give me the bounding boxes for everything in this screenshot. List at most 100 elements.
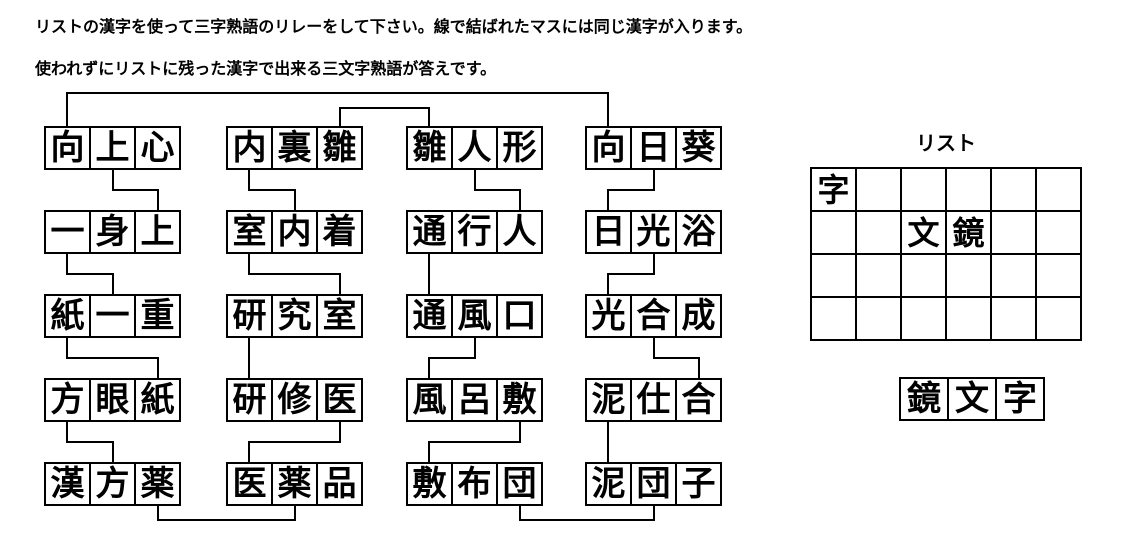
connector-line [294, 190, 296, 210]
connector-line [248, 254, 250, 274]
answer-cell: 字 [995, 379, 1043, 419]
list-cell-empty [811, 211, 856, 254]
kanji-cell: 仕 [630, 380, 675, 420]
kanji-cell: 薬 [271, 464, 316, 504]
connector-line [339, 108, 341, 126]
connector-line [66, 422, 68, 442]
word-box: 研修医 [226, 378, 363, 422]
word-box: 室内着 [226, 210, 363, 254]
connector-line [157, 506, 159, 520]
word-box: 日光浴 [585, 210, 722, 254]
kanji-cell: 一 [50, 213, 85, 251]
kanji-cell: 上 [134, 212, 179, 252]
connector-line [428, 357, 476, 359]
instruction-line-1: リストの漢字を使って三字熟語のリレーをして下さい。線で結ばれたマスには同じ漢字が… [35, 19, 753, 36]
connector-line [607, 422, 609, 462]
connector-line [653, 357, 700, 359]
connector-line [428, 254, 430, 294]
answer-cell: 文 [947, 379, 995, 419]
word-box: 泥団子 [585, 462, 722, 506]
word-box: 通風口 [406, 294, 543, 338]
kanji-cell: 医 [232, 465, 267, 503]
connector-line [112, 189, 159, 191]
connector-line [112, 274, 114, 294]
connector-line [112, 170, 114, 190]
connector-line [248, 338, 250, 378]
kanji-cell: 人 [451, 128, 496, 168]
kanji-cell: 一 [89, 296, 134, 336]
kanji-cell: 通 [412, 297, 447, 335]
kanji-cell: 泥 [591, 381, 626, 419]
kanji-cell: 合 [675, 380, 720, 420]
connector-line [607, 93, 609, 126]
connector-line [428, 442, 430, 462]
kanji-cell: 敷 [496, 380, 541, 420]
kanji-cell: 研 [232, 381, 267, 419]
list-cell-empty [1036, 168, 1081, 211]
kanji-cell: 向 [591, 129, 626, 167]
connector-line [248, 441, 341, 443]
kanji-cell: 薬 [134, 464, 179, 504]
kanji-cell: 重 [134, 296, 179, 336]
connector-line [519, 190, 521, 210]
list-cell-filled: 文 [901, 211, 946, 254]
kanji-cell: 究 [271, 296, 316, 336]
list-cell-empty [991, 211, 1036, 254]
word-box: 方眼紙 [44, 378, 181, 422]
kanji-cell: 合 [630, 296, 675, 336]
kanji-cell: 雛 [412, 129, 447, 167]
kanji-cell: 品 [316, 464, 361, 504]
list-cell-empty [856, 211, 901, 254]
word-box: 向上心 [44, 126, 181, 170]
word-box: 研究室 [226, 294, 363, 338]
connector-line [519, 506, 521, 520]
word-box: 一身上 [44, 210, 181, 254]
list-cell-empty [811, 297, 856, 340]
kanji-cell: 団 [496, 464, 541, 504]
kanji-cell: 医 [316, 380, 361, 420]
connector-line [112, 442, 114, 462]
connector-line [339, 422, 341, 442]
list-cell-empty [946, 168, 991, 211]
connector-line [66, 92, 609, 94]
kanji-cell: 上 [89, 128, 134, 168]
list-cell-filled: 字 [811, 168, 856, 211]
connector-line [294, 506, 296, 520]
connector-line [519, 519, 655, 521]
list-cell-empty [946, 297, 991, 340]
kanji-cell: 室 [316, 296, 361, 336]
word-box: 内裏雛 [226, 126, 363, 170]
word-box: 風呂敷 [406, 378, 543, 422]
kanji-cell: 呂 [451, 380, 496, 420]
kanji-cell: 内 [232, 129, 267, 167]
kanji-cell: 口 [496, 296, 541, 336]
list-cell-empty [991, 254, 1036, 297]
list-cell-empty [856, 297, 901, 340]
kanji-cell: 行 [451, 212, 496, 252]
connector-line [66, 93, 68, 126]
connector-line [653, 254, 655, 274]
connector-line [474, 170, 476, 190]
connector-line [698, 358, 700, 378]
word-box: 光合成 [585, 294, 722, 338]
list-cell-empty [856, 254, 901, 297]
list-cell-empty [856, 168, 901, 211]
connector-line [66, 254, 68, 274]
word-box: 敷布団 [406, 462, 543, 506]
answer-box: 鏡文字 [899, 377, 1045, 421]
list-cell-empty [811, 254, 856, 297]
kanji-cell: 通 [412, 213, 447, 251]
kanji-cell: 方 [89, 464, 134, 504]
word-box: 医薬品 [226, 462, 363, 506]
connector-line [66, 357, 159, 359]
list-cell-empty [946, 254, 991, 297]
connector-line [428, 441, 521, 443]
kanji-cell: 形 [496, 128, 541, 168]
kanji-cell: 団 [630, 464, 675, 504]
list-cell-empty [901, 168, 946, 211]
connector-line [248, 442, 250, 462]
kanji-cell: 身 [89, 212, 134, 252]
kanji-cell: 日 [591, 213, 626, 251]
kanji-cell: 風 [412, 381, 447, 419]
kanji-cell: 室 [232, 213, 267, 251]
